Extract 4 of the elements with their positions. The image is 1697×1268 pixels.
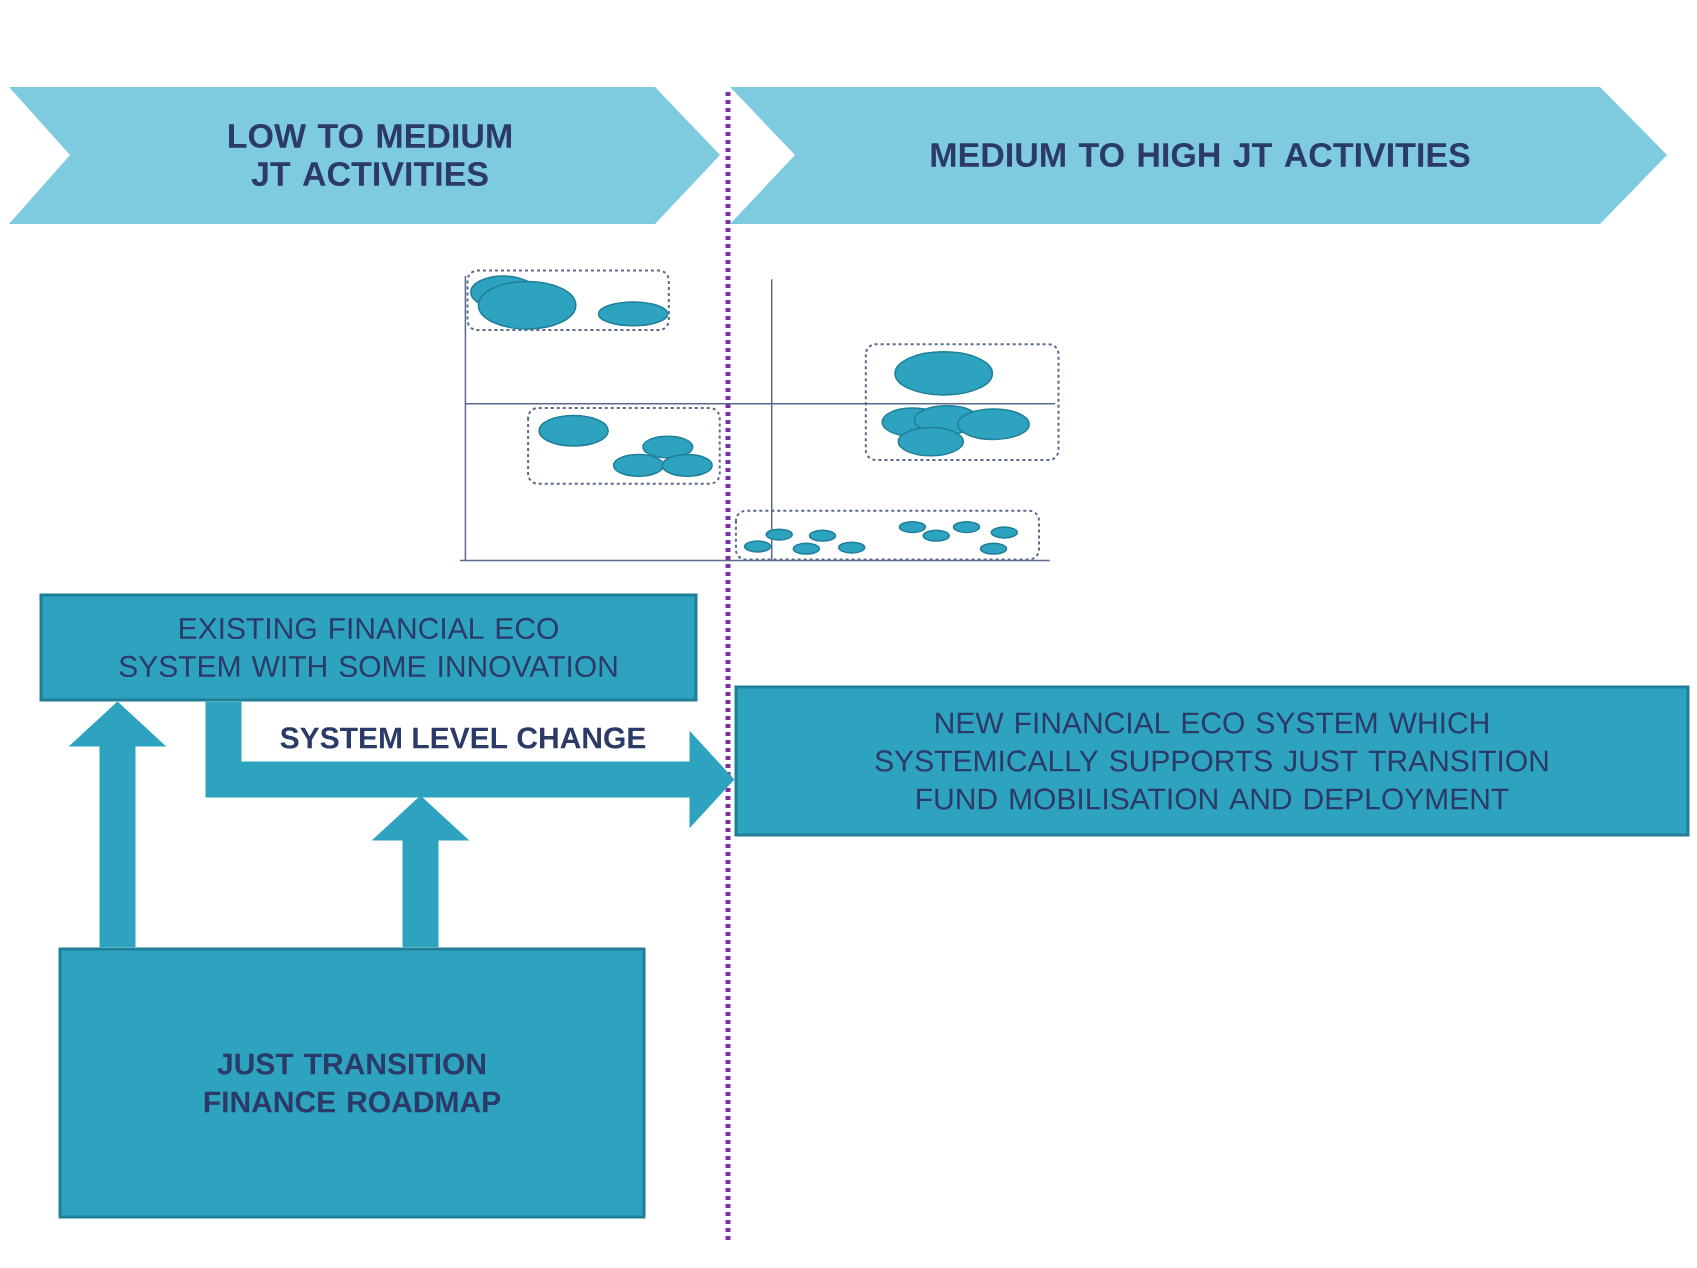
process-box: JUST TRANSITION FINANCE ROADMAP [58, 947, 646, 1219]
edge-label: SYSTEM LEVEL CHANGE [276, 724, 650, 752]
chevron-band: MEDIUM TO HIGH JT ACTIVITIES [730, 87, 1667, 224]
chevron-band: LOW TO MEDIUM JT ACTIVITIES [9, 87, 720, 224]
